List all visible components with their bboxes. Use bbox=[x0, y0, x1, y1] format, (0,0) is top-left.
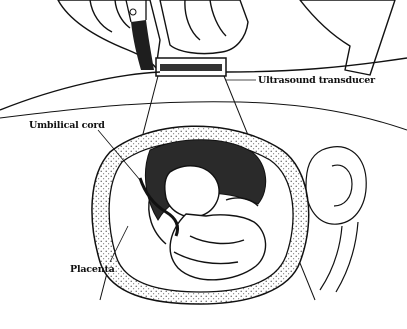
label-placenta: Placenta bbox=[70, 264, 115, 275]
label-ultrasound-transducer: Ultrasound transducer bbox=[258, 75, 376, 86]
ultrasound-transducer bbox=[156, 58, 226, 76]
label-umbilical-cord: Umbilical cord bbox=[29, 120, 105, 131]
maternal-organs bbox=[306, 147, 366, 292]
